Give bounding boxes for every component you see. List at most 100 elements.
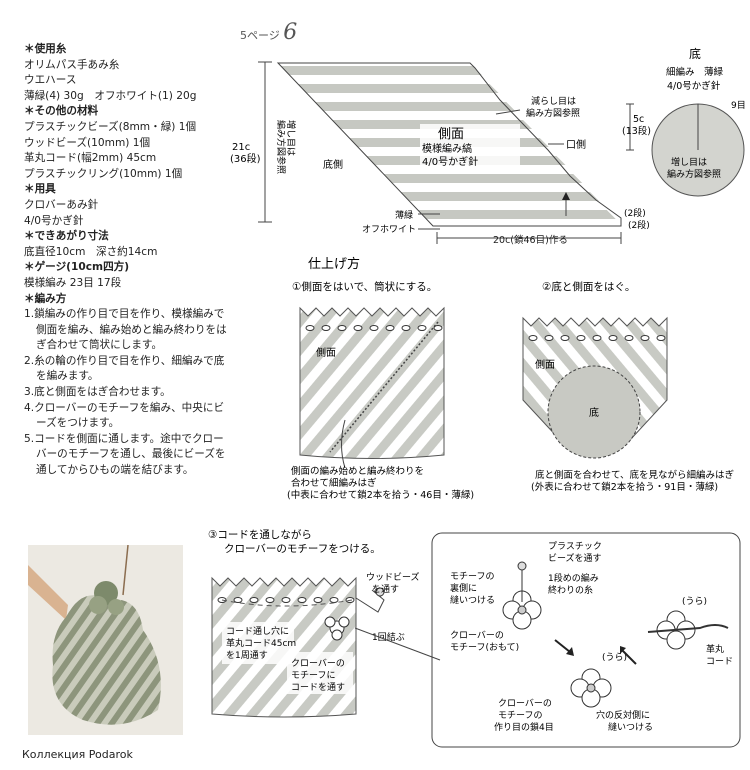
wood-bead-note: ウッドビーズ (366, 571, 420, 583)
motif-detail-box: プラスチック ビーズを通す モチーフの 裏側に 縫いつける 1段めの編み 終わり… (431, 532, 741, 748)
step2-title: ②底と側面をはぐ。 (542, 280, 635, 293)
cord-note: コード通し穴に (226, 625, 289, 637)
clover-motif-with-cord (647, 610, 729, 650)
cord-hole (528, 335, 538, 341)
step1-note: 合わせて細編みはぎ (291, 477, 377, 489)
cord-hole (249, 597, 259, 603)
bottom-side-label: 底側 (323, 158, 343, 171)
step-2: 2.糸の輪の作り目で目を作り、細編みで底を編みます。 (24, 354, 225, 383)
page-label: 5ページ (240, 29, 280, 42)
step2-note: (外表に合わせて鎖2本を拾う・91目・薄緑) (531, 481, 718, 493)
side-pattern: 模様編み縞 (422, 142, 472, 155)
motif-note: クローバーの (291, 658, 345, 669)
color-1: 薄緑 (395, 209, 413, 221)
cord-note: を1周通す (226, 650, 268, 661)
side-stripe (280, 66, 482, 75)
step2-side-label: 側面 (535, 358, 555, 371)
detail-sew: 裏側に (450, 582, 477, 594)
radius-label: 5c (633, 114, 644, 125)
increase-note: 編み方図参照 (275, 120, 287, 174)
width-label: 20c(鎖46目)作る (493, 234, 568, 246)
tube-with-bottom-illustration: 側面 底 底と側面を合わせて、底を見ながら細編みはぎ (外表に合わせて鎖2本を拾… (522, 316, 735, 493)
detail-front: クローバーの (450, 630, 504, 641)
cord-hole (297, 597, 307, 603)
detail-chain: 作り目の鎖4目 (494, 721, 554, 733)
detail-sew: モチーフの (450, 571, 494, 582)
step2-bottom-label: 底 (589, 406, 599, 419)
clover-motif-back (570, 668, 612, 708)
cord-holes (528, 335, 666, 341)
cord-hole (385, 325, 395, 331)
finishing-title: 仕上げ方 (308, 256, 360, 272)
gauge-line: 模様編み 23目 17段 (24, 276, 122, 289)
rows-2b: (2段) (628, 219, 650, 231)
cord-note: 革丸コード45cm (226, 637, 296, 649)
other-line: プラスチックリング(10mm) 1個 (24, 167, 183, 180)
detail-chain: クローバーの (498, 698, 552, 709)
bottom-note: 編み方図参照 (667, 168, 721, 180)
tools-line: 4/0号かぎ針 (24, 214, 84, 227)
motif-note: モチーフに (291, 670, 335, 681)
heading-size: ＊できあがり寸法 (24, 230, 109, 243)
side-title: 側面 (438, 127, 464, 142)
page-header: 5ページ 6 (240, 20, 297, 45)
detail-sew: 縫いつける (450, 594, 495, 606)
knot-note: 1回結ぶ (372, 631, 405, 643)
height-rows: (36段) (230, 152, 261, 165)
page-number: 6 (283, 20, 298, 45)
step1-title: ①側面をはいで、筒状にする。 (292, 280, 437, 293)
heading-tools: ＊用具 (24, 183, 56, 196)
motif-note: コードを通す (291, 682, 345, 693)
yarn-line: オリムパス手あみ糸 (24, 58, 120, 71)
yarn-line: 薄緑(4) 30g オフホワイト(1) 20g (24, 89, 197, 102)
materials-column: ＊使用糸 オリムパス手あみ糸 ウエハース 薄緑(4) 30g オフホワイト(1)… (24, 42, 229, 479)
increase-note: 増し目は (285, 120, 297, 156)
height-label: 21c (232, 142, 250, 153)
cord-hole (544, 335, 554, 341)
cord-hole (369, 325, 379, 331)
cord-hole (233, 597, 243, 603)
cord-illustration: コード通し穴に 革丸コード45cm を1周通す クローバーの モチーフに コード… (211, 571, 441, 718)
heading-gauge: ＊ゲージ(10cm四方) (24, 261, 130, 274)
bottom-diagram: 底 細編み 薄緑 4/0号かぎ針 5c (13段) 9目 増し目は 編み方図参照 (622, 46, 746, 197)
cord-hole (576, 335, 586, 341)
heading-other: ＊その他の材料 (24, 105, 99, 118)
cord-hole (401, 325, 411, 331)
detail-plastic-bead: ビーズを通す (548, 552, 602, 564)
step-4: 4.クローバーのモチーフを編み、中央にビーズをつけます。 (24, 401, 225, 430)
cord-hole (640, 335, 650, 341)
step3-title: クローバーのモチーフをつける。 (224, 543, 381, 555)
color-2: オフホワイト (362, 224, 416, 235)
cord-holes (217, 597, 355, 603)
detail-chain: モチーフの (498, 710, 542, 721)
step-5: 5.コードを側面に通します。途中でクローバーのモチーフを通し、最後にビーズを通し… (24, 432, 226, 477)
cord-hole (417, 325, 427, 331)
stitches-label: 9目 (731, 100, 746, 111)
cord-hole (560, 335, 570, 341)
heading-howto: ＊編み方 (24, 292, 67, 305)
bottom-note: 増し目は (671, 156, 707, 168)
bag-photo (28, 544, 183, 735)
side-stripe (400, 192, 599, 201)
other-line: プラスチックビーズ(8mm・緑) 1個 (24, 120, 197, 133)
cord-hole (624, 335, 634, 341)
step3-title: ③コードを通しながら (208, 528, 312, 541)
side-panel-diagram: 21c (36段) 増し目は 編み方図参照 減らし目は 編み方図参照 側面 模様… (230, 61, 650, 246)
photo-caption: Коллекция Podarok (22, 748, 133, 761)
side-stripe (297, 84, 499, 93)
other-line: ウッドビーズ(10mm) 1個 (24, 136, 151, 149)
detail-end-yarn: 1段めの編み (548, 572, 599, 584)
detail-end-yarn: 終わりの糸 (548, 584, 593, 596)
side-stripe (383, 174, 583, 183)
step1-side-label: 側面 (316, 346, 336, 359)
detail-plastic-bead: プラスチック (548, 541, 602, 552)
radius-rows: (13段) (622, 125, 651, 137)
side-hook: 4/0号かぎ針 (422, 155, 478, 168)
step1-note: (中表に合わせて鎖2本を拾う・46目・薄緑) (287, 489, 474, 501)
step-1: 1.鎖編みの作り目で目を作り、模様編みで側面を編み、編み始めと編み終わりをはぎ合… (24, 308, 227, 352)
side-stripe (417, 210, 616, 219)
tube-illustration: 側面 側面の編み始めと編み終わりを 合わせて細編みはぎ (中表に合わせて鎖2本を… (287, 306, 474, 501)
detail-back-1: (うら) (602, 652, 627, 663)
bottom-title: 底 (689, 46, 701, 61)
